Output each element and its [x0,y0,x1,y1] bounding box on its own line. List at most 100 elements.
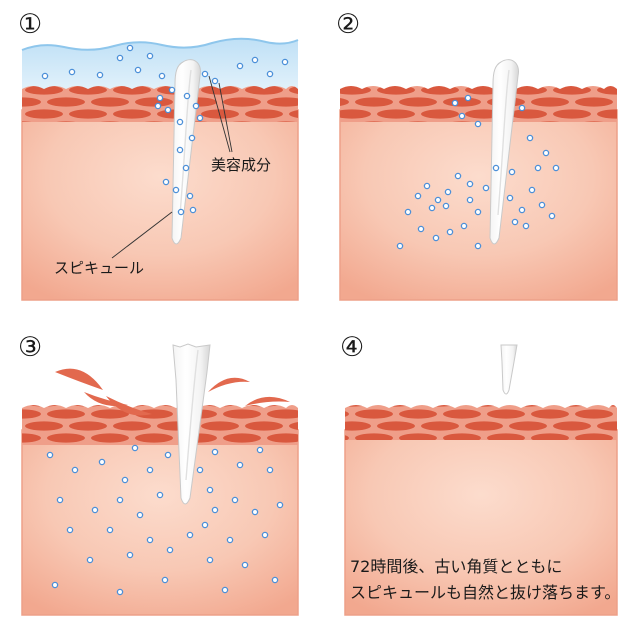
ingredient-dot [126,551,134,559]
ingredient-dot [251,508,259,516]
ingredient-dots [46,444,284,596]
ingredient-dot [98,458,106,466]
ingredient-dot [221,586,229,594]
ingredient-dot [182,164,190,172]
ingredient-dot [166,546,174,554]
ingredient-dot [146,536,154,544]
ingredient-dot [434,196,442,204]
ingredient-dot [548,212,556,220]
ingredient-dots [396,94,560,250]
ingredient-dot [96,71,104,79]
skin-flake [106,396,152,416]
ingredient-dot [396,242,404,250]
ingredient-dot [451,99,459,107]
ingredient-dot [432,234,440,242]
dermis-layer [21,429,299,616]
ingredient-dot [136,511,144,519]
dermis-layer [339,109,618,301]
skin-flake [245,396,290,406]
ingredient-dot [126,44,134,52]
ingredient-dot [458,112,466,120]
stratum-corneum-layer [340,86,617,122]
ingredient-dot [281,58,289,66]
dermis-layer [21,109,299,301]
ingredient-dot [271,576,279,584]
ingredient-dot [116,496,124,504]
ingredient-dot [189,206,197,214]
ingredient-label: 美容成分 [211,156,271,174]
ingredient-dot [511,218,519,226]
ingredient-dot [201,521,209,529]
skin-flake [208,377,250,392]
dermis-layer [344,429,618,616]
ingredient-dot [158,72,166,80]
ingredient-dot [442,202,450,210]
ingredient-dot [474,242,482,250]
caption-line-2: スピキュールも自然と抜け落ちます。 [350,583,620,602]
ingredient-dot [41,72,49,80]
spicule-fold-line [185,349,199,481]
ingredient-dot [121,476,129,484]
ingredient-dot [552,164,560,172]
stratum-corneum-layer [345,405,617,440]
ingredient-dot [518,104,526,112]
stratum-corneum-layer [22,405,298,445]
ingredient-dot [211,506,219,514]
ingredient-dot [116,588,124,596]
ingredient-dot [542,149,550,157]
ingredient-dot [261,531,269,539]
spicule-leader-line [111,211,173,259]
ingredient-leader-line [208,75,231,153]
ingredient-dot [241,561,249,569]
ingredient-dot [164,106,172,114]
ingredient-leader-line [218,82,233,153]
spicule-needle [489,59,519,245]
ingredient-dot [414,192,422,200]
ingredient-dot [177,208,185,216]
ingredient-dot [266,70,274,78]
ingredient-dot [534,164,542,172]
ingredient-dot [146,52,154,60]
ingredient-dot [154,102,162,110]
panel-2: ② [336,9,618,301]
ingredient-dot [460,222,468,230]
ingredient-dot [518,206,526,214]
ingredient-dot [506,194,514,202]
ingredient-dot [444,188,452,196]
ingredient-dot [526,134,534,142]
caption-line-1: 72時間後、古い角質とともに [350,557,562,576]
step-number: ② [336,9,360,40]
ingredient-dot [446,228,454,236]
step-number: ① [18,9,42,40]
panel-3: ③ [18,332,299,616]
ingredient-dot [168,86,176,94]
ingredient-dot [156,491,164,499]
ingredient-dot [46,451,54,459]
ingredient-dot [66,526,74,534]
ingredient-dot [474,208,482,216]
ingredient-dot [423,182,431,190]
ingredient-dot [176,118,184,126]
ingredient-dot [91,506,99,514]
ingredient-dot [538,201,546,209]
ingredient-dot [161,576,169,584]
ingredient-dot [146,466,154,474]
ingredient-dot [186,192,194,200]
ingredient-dot [196,466,204,474]
spicule-fold-line [179,69,192,216]
ingredient-dot [492,164,500,172]
ingredient-dot [134,66,142,74]
ingredient-dots [41,44,289,216]
ingredient-dot [236,461,244,469]
ingredient-dot [196,114,204,122]
ingredient-dot [176,146,184,154]
ingredient-dot [164,451,172,459]
ingredient-dot [206,486,214,494]
ingredient-dot [51,581,59,589]
ingredient-dot [508,168,516,176]
ingredient-dot [211,77,219,85]
ingredient-dot [183,92,191,100]
spicule-needle [172,343,211,505]
panel-1: ① 美容成分 スピキュール [18,9,299,301]
